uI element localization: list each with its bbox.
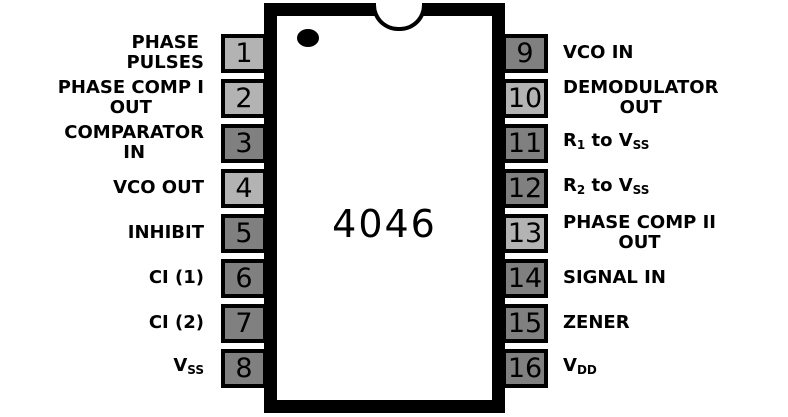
pin-label-subscript: SS [632, 183, 650, 197]
pin-11: 11 [502, 124, 548, 163]
pin-label-6: CI (1) [149, 268, 204, 288]
pin-label-text: R [563, 130, 577, 151]
pin-label-subscript: DD [576, 363, 597, 377]
pin-6: 6 [221, 259, 267, 298]
pin-label-text: to V [585, 130, 633, 151]
pin-label-line: DEMODULATOR [563, 77, 719, 98]
pin-label-16: VDD [563, 356, 597, 380]
pin-label-line: INHIBIT [127, 222, 204, 243]
pin-label-line: OUT [619, 97, 662, 118]
pin-13: 13 [502, 214, 548, 253]
pin-16: 16 [502, 349, 548, 388]
pin-label-15: ZENER [563, 313, 630, 333]
pin-8: 8 [221, 349, 267, 388]
pin-label-subscript: SS [187, 363, 204, 377]
pin-label-subscript: 1 [576, 138, 586, 152]
pin-label-line: PULSES [126, 52, 204, 73]
pin-label-line: CI (1) [148, 267, 204, 288]
pin-label-line: ZENER [563, 312, 630, 333]
pin-label-line: PHASE COMP II [563, 212, 716, 233]
pin-7: 7 [221, 304, 267, 343]
pin-label-line: COMPARATOR [64, 122, 204, 143]
pin-label-5: INHIBIT [128, 223, 204, 243]
pin-label-text: V [173, 355, 188, 376]
pin-label-line: VCO IN [563, 42, 634, 63]
pin-label-8: VSS [173, 356, 204, 380]
pin-14: 14 [502, 259, 548, 298]
pin-label-text: R [563, 175, 577, 196]
pin-9: 9 [502, 34, 548, 73]
pin-label-12: R2 to VSS [563, 176, 649, 200]
pin-2: 2 [221, 79, 267, 118]
pin-label-subscript: 2 [576, 183, 586, 197]
pin-label-line: OUT [618, 232, 661, 253]
pin-15: 15 [502, 304, 548, 343]
ic-body: 4046 [264, 3, 505, 413]
pin-label-line: OUT [109, 97, 152, 118]
pin-label-11: R1 to VSS [563, 131, 649, 155]
pin-3: 3 [221, 124, 267, 163]
pin-label-4: VCO OUT [113, 178, 204, 198]
pin-label-line: SIGNAL IN [563, 267, 666, 288]
pin-label-line: PHASE [131, 32, 199, 53]
pin1-indicator-dot [297, 29, 319, 47]
pin-label-14: SIGNAL IN [563, 268, 666, 288]
pin-label-line: PHASE COMP I [57, 77, 204, 98]
pin-label-text: V [563, 355, 577, 376]
pin-label-line: CI (2) [148, 312, 204, 333]
pin-10: 10 [502, 79, 548, 118]
pin-1: 1 [221, 34, 267, 73]
pin-label-7: CI (2) [149, 313, 204, 333]
chip-name: 4046 [332, 202, 437, 246]
pin-4: 4 [221, 169, 267, 208]
orientation-notch [372, 3, 426, 31]
pin-label-9: VCO IN [563, 43, 633, 63]
pin-12: 12 [502, 169, 548, 208]
pin-label-subscript: SS [632, 138, 650, 152]
pin-5: 5 [221, 214, 267, 253]
pin-label-line: VCO OUT [113, 177, 204, 198]
pin-label-line: IN [123, 142, 146, 163]
pin-label-text: to V [585, 175, 633, 196]
